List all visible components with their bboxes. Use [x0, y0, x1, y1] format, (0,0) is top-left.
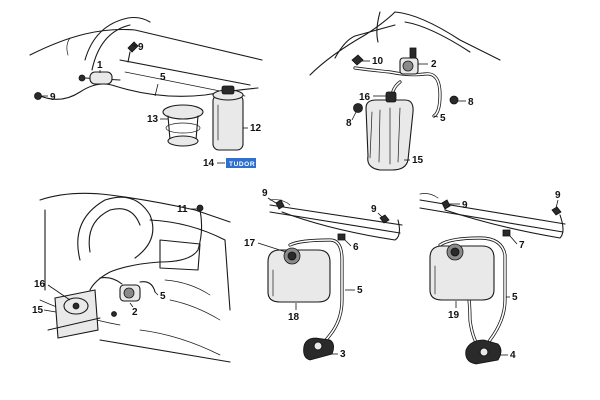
nozzle-9b	[34, 92, 42, 100]
callout-9: 9	[462, 200, 468, 211]
callout-5: 5	[160, 72, 166, 83]
callout-17: 17	[244, 238, 256, 249]
callout-13: 13	[147, 114, 159, 125]
callouts: 9 9 7 5 19 4	[448, 190, 561, 361]
callout-5: 5	[512, 292, 518, 303]
tank-19	[429, 245, 495, 301]
callout-4: 4	[510, 350, 516, 361]
callout-9: 9	[262, 188, 268, 199]
panel-bottle-kit: 9 1 5 9 13 12 14 TUDOR	[29, 16, 263, 169]
callout-3: 3	[340, 349, 346, 360]
callout-18: 18	[288, 312, 300, 323]
callouts: 10 2 16 8 8 5 15	[346, 56, 474, 166]
callout-15: 15	[412, 155, 424, 166]
callout-7: 7	[519, 240, 525, 251]
panel-dashboard-install: 11 16 5 15 2	[32, 192, 231, 363]
callouts: 9 1 5 9 13 12 14	[42, 42, 262, 169]
body-outline	[309, 11, 501, 76]
nozzle-10	[351, 54, 364, 66]
tee-7	[502, 229, 511, 237]
callouts: 11 16 5 15 2	[32, 204, 197, 318]
callout-2: 2	[132, 307, 138, 318]
pump-4	[465, 339, 502, 365]
grommet-8b	[353, 103, 363, 113]
callout-6: 6	[353, 242, 359, 253]
callout-19: 19	[448, 310, 460, 321]
callout-10: 10	[372, 56, 384, 67]
nozzle-9b	[379, 214, 390, 224]
cap-17	[283, 247, 301, 265]
nozzle-9a	[127, 41, 139, 63]
nozzle-9a	[275, 199, 285, 210]
tank-18	[267, 249, 331, 303]
callout-9: 9	[138, 42, 144, 53]
callout-2: 2	[431, 59, 437, 70]
cap	[446, 243, 464, 261]
callout-16: 16	[34, 279, 46, 290]
callout-8: 8	[468, 97, 474, 108]
washer-bottle-12	[212, 85, 244, 151]
pump-3	[303, 337, 334, 361]
pump-2	[399, 47, 419, 75]
tudor-badge: TUDOR	[226, 158, 256, 168]
nozzle-9a	[441, 199, 451, 210]
bottle-holder-13	[162, 104, 204, 147]
callouts: 9 9 17 6 5 18 3	[244, 188, 383, 360]
bag-reservoir-15	[365, 91, 414, 171]
hoses	[281, 211, 401, 347]
nozzle-9b	[551, 206, 562, 216]
callout-15: 15	[32, 305, 44, 316]
reservoir-16	[63, 297, 89, 315]
hoses	[89, 209, 203, 293]
callout-9: 9	[371, 204, 377, 215]
pump-2	[111, 284, 141, 317]
callout-5: 5	[357, 285, 363, 296]
body-outline	[29, 16, 263, 97]
grommet-8a	[449, 95, 459, 105]
callout-8: 8	[346, 118, 352, 129]
callout-9: 9	[50, 92, 56, 103]
callout-1: 1	[97, 60, 103, 71]
body-outline	[419, 193, 566, 233]
dashboard-outline	[39, 192, 231, 363]
callout-9: 9	[555, 190, 561, 201]
callout-12: 12	[250, 123, 262, 134]
callout-14: 14	[203, 158, 215, 169]
panel-tank-19: 9 9 7 5 19 4	[419, 190, 566, 365]
nozzle-11	[196, 204, 204, 212]
callout-11: 11	[177, 204, 188, 215]
panel-tank-18: 9 9 17 6 5 18 3	[244, 188, 403, 361]
callout-5: 5	[440, 113, 446, 124]
badge-text: TUDOR	[229, 161, 255, 168]
pump-1	[78, 71, 113, 85]
panel-bag-reservoir: 10 2 16 8 8 5 15	[309, 11, 501, 171]
tee-6	[337, 233, 346, 241]
callout-5: 5	[160, 291, 166, 302]
callout-16: 16	[359, 92, 371, 103]
